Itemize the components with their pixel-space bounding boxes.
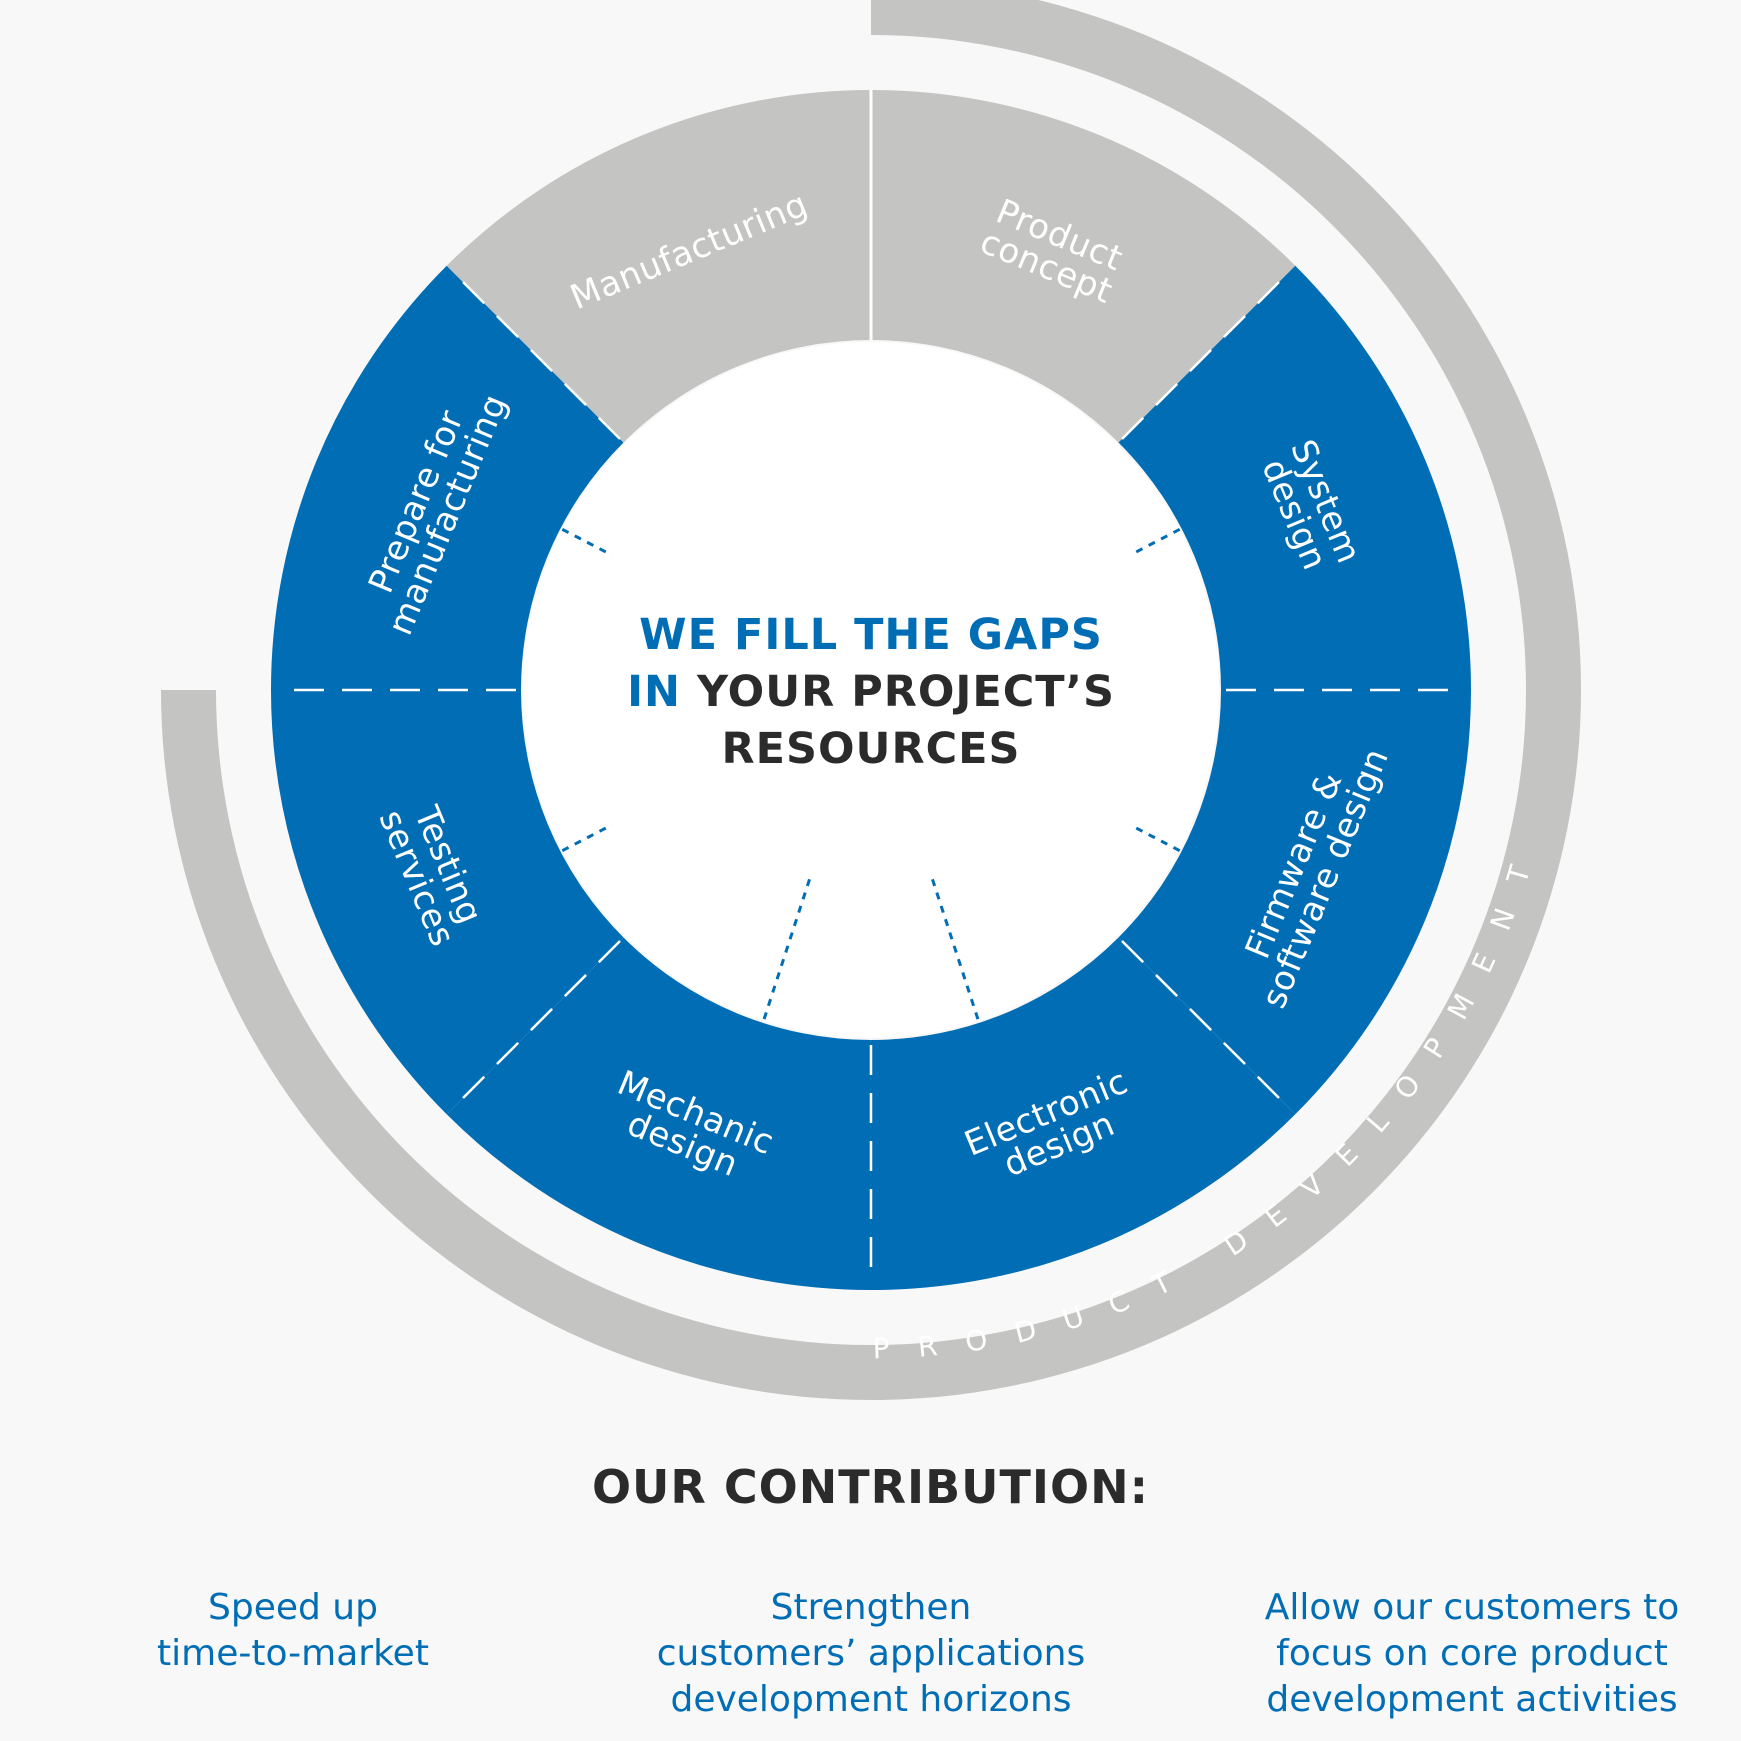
- segment-product-concept: [871, 89, 1296, 443]
- segment-firmware-software-design: [1118, 690, 1472, 1115]
- dotted-connector: [762, 872, 814, 1020]
- segment-manufacturing: [446, 89, 871, 443]
- dotted-connector: [1129, 527, 1181, 557]
- contribution-item-focus: Allow our customers to focus on core pro…: [1212, 1585, 1732, 1723]
- dotted-connector: [561, 527, 613, 557]
- segment-prepare-for-manufacturing: [271, 265, 624, 690]
- segment-testing-services: [271, 690, 624, 1115]
- dotted-connector: [928, 872, 980, 1020]
- center-line-1-blue: WE FILL THE GAPS: [639, 610, 1103, 660]
- segment-dividers: [276, 90, 1466, 1285]
- divider-dashed: [1121, 940, 1293, 1112]
- center-line-2-blue: IN: [627, 667, 697, 717]
- divider-dashed: [1121, 268, 1293, 440]
- center-disc: [523, 342, 1219, 1038]
- contribution-line: Allow our customers to: [1264, 1587, 1680, 1628]
- dotted-connector: [1129, 823, 1181, 853]
- contribution-line: time-to-market: [157, 1633, 429, 1674]
- contribution-line: Speed up: [208, 1587, 378, 1628]
- center-title-line-1: WE FILL THE GAPS: [639, 610, 1103, 660]
- segment-system-design: [1118, 265, 1472, 690]
- contribution-line: Strengthen: [770, 1587, 972, 1628]
- divider-dashed: [449, 268, 621, 440]
- center-title-line-3: RESOURCES: [722, 724, 1021, 774]
- dotted-connector: [561, 823, 613, 853]
- center-line-2-dark: YOUR PROJECT’S: [696, 667, 1115, 717]
- center-circle: [523, 342, 1219, 1038]
- center-line-3-dark: RESOURCES: [722, 724, 1021, 774]
- contribution-line: development horizons: [670, 1679, 1072, 1720]
- contribution-item-speed-up: Speed up time-to-market: [33, 1585, 553, 1677]
- segment-mechanic-design: [446, 937, 871, 1290]
- contribution-line: focus on core product: [1276, 1633, 1668, 1674]
- contribution-item-strengthen: Strengthen customers’ applications devel…: [611, 1585, 1131, 1723]
- service-ring: [271, 89, 1472, 1290]
- center-title-line-2: IN YOUR PROJECT’S: [627, 667, 1115, 717]
- contribution-line: development activities: [1266, 1679, 1678, 1720]
- contribution-line: customers’ applications: [656, 1633, 1086, 1674]
- contribution-title: OUR CONTRIBUTION:: [591, 1460, 1150, 1514]
- divider-dashed: [449, 940, 621, 1112]
- segment-electronic-design: [871, 937, 1296, 1290]
